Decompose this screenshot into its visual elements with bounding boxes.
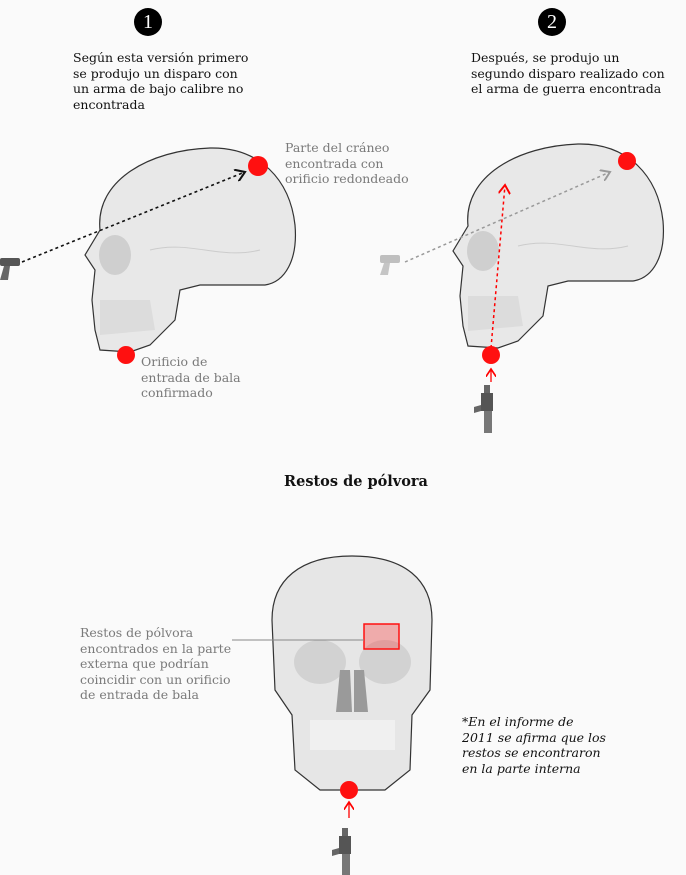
exit-point-1 <box>248 156 268 176</box>
revolver-icon <box>0 258 20 280</box>
line: 2011 se afirma que los <box>462 729 606 745</box>
trajectory-faded <box>404 172 610 263</box>
step2-description: Después, se produjo un segundo disparo r… <box>471 50 665 97</box>
line: el arma de guerra encontrada <box>471 81 662 96</box>
powder-label: Restos de pólvora encontrados en la part… <box>80 625 231 703</box>
line: confirmado <box>141 385 213 400</box>
skull-front <box>271 555 433 791</box>
line: coincidir con un orificio <box>80 671 231 687</box>
line: orificio redondeado <box>285 171 409 186</box>
line: encontrada con <box>285 155 384 171</box>
entry-point-2 <box>482 346 500 364</box>
line: encontrados en la parte <box>80 640 232 656</box>
exit-label: Parte del cráneo encontrada con orificio… <box>285 140 409 187</box>
rifle-icon-front <box>332 828 351 875</box>
skull-profile-1 <box>84 147 297 353</box>
report-note: *En el informe de 2011 se afirma que los… <box>462 714 606 776</box>
line: *En el informe de <box>462 714 574 729</box>
revolver-faded-icon <box>380 255 400 275</box>
step1-description: Según esta versión primero se produjo un… <box>73 50 248 112</box>
line: externa que podrían <box>80 656 209 671</box>
line: encontrada <box>73 96 145 112</box>
exit-point-2 <box>618 152 636 170</box>
line: Orificio de <box>141 354 208 369</box>
powder-residue-area <box>363 623 400 650</box>
entry-point-front <box>340 781 358 799</box>
line: entrada de bala <box>141 369 241 385</box>
entry-point-1 <box>117 346 135 364</box>
line: en la parte interna <box>462 760 581 776</box>
line: restos se encontraron <box>462 745 601 760</box>
step-badge-1: 1 <box>134 8 162 36</box>
line: se produjo un disparo con <box>73 65 238 81</box>
line: de entrada de bala <box>80 687 199 702</box>
line: Después, se produjo un <box>471 50 620 65</box>
skull-profile-2 <box>452 143 665 349</box>
line: segundo disparo realizado con <box>471 65 665 81</box>
trajectory-small-caliber <box>21 172 245 263</box>
section-title: Restos de pólvora <box>284 473 428 490</box>
line: Parte del cráneo <box>285 140 390 155</box>
step-badge-2: 2 <box>538 8 566 36</box>
line: Según esta versión primero <box>73 50 249 65</box>
rifle-icon <box>474 385 493 433</box>
entry-label: Orificio de entrada de bala confirmado <box>141 354 241 401</box>
line: Restos de pólvora <box>80 625 194 640</box>
line: un arma de bajo calibre no <box>73 81 244 96</box>
